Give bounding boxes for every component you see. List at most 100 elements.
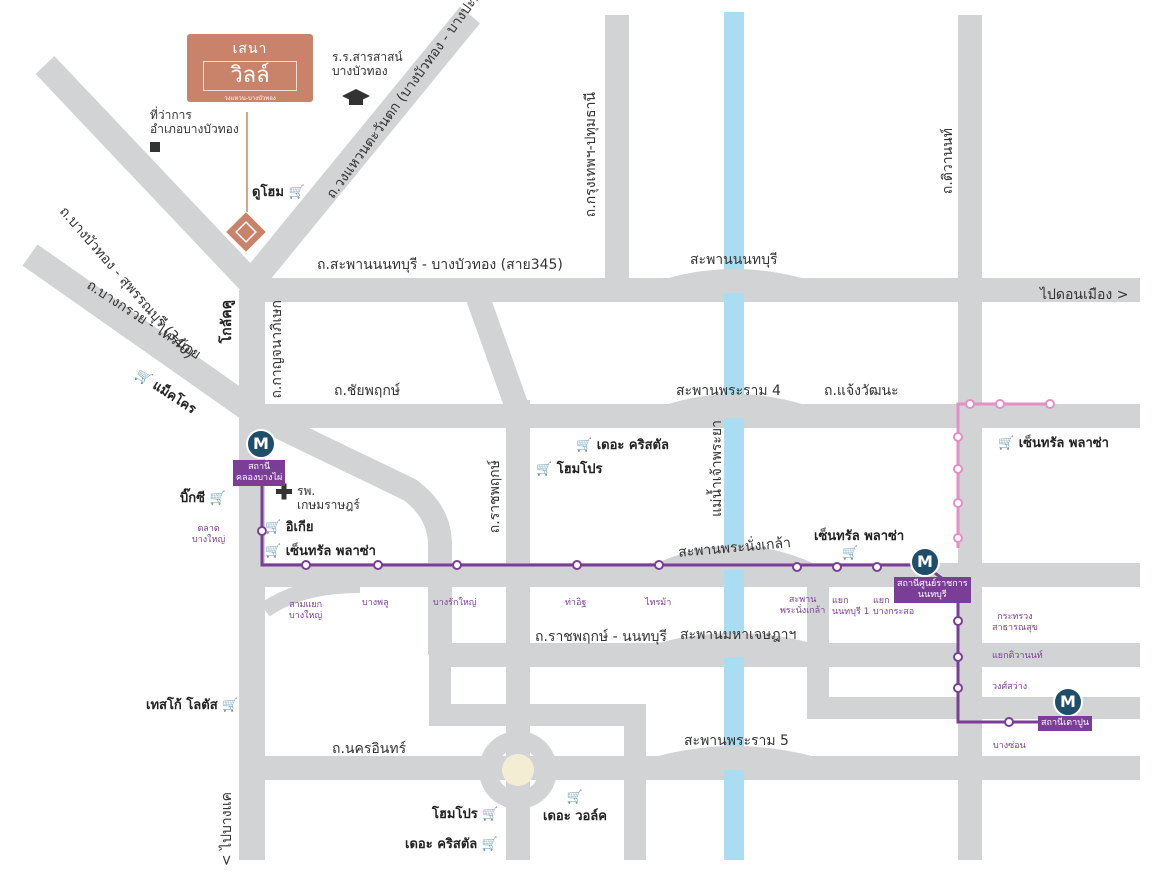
dot-sam-yaek: [301, 560, 311, 570]
station-label-bang-rak-yai: บางรักใหญ่: [433, 598, 477, 608]
pink-dot: [1045, 399, 1055, 409]
mall-label: โฮมโปร: [432, 807, 478, 822]
dot-bang-phlu: [373, 560, 383, 570]
shopping-cart-icon: 🛒: [288, 185, 305, 200]
station-nonthaburi-civic[interactable]: สถานีศูนย์ราชการ นนทบุรี: [894, 577, 971, 603]
shopping-cart-icon: 🛒: [566, 790, 584, 805]
road-label-to-bangkhae[interactable]: < ไปบางแค: [219, 792, 235, 867]
mall-label: บิ๊กซี: [180, 491, 205, 506]
shopping-cart-icon: 🛒: [482, 807, 499, 822]
shopping-cart-icon: 🛒: [209, 491, 226, 506]
mall-label: โฮมโปร: [556, 462, 603, 477]
bridge-label-nonthaburi: สะพานนนทบุรี: [690, 252, 778, 268]
road-bangbuathong-diag: [35, 56, 268, 299]
mall-bigc[interactable]: บิ๊กซี 🛒: [180, 487, 226, 508]
dot-phranangklao: [792, 562, 802, 572]
station-tao-poon[interactable]: สถานีเตาปูน: [1038, 716, 1092, 731]
mall-central-west[interactable]: 🛒 เซ็นทรัล พลาซ่า: [265, 540, 376, 561]
road-lower-loop: [429, 655, 646, 860]
shopping-cart-icon: 🛒: [481, 837, 498, 852]
mall-central-east[interactable]: 🛒 เซ็นทรัล พลาซ่า: [998, 432, 1109, 453]
mrt-badge-nonthaburi-civic[interactable]: M: [910, 547, 940, 577]
roundabout: [479, 731, 557, 809]
shopping-cart-icon: 🛒: [998, 436, 1015, 451]
bridge-label-mahachesada: สะพานมหาเจษฎาฯ: [680, 627, 797, 643]
office-square-icon: [150, 142, 160, 152]
mall-homepro-bottom[interactable]: โฮมโปร 🛒: [432, 803, 498, 824]
bridge-label-rama4: สะพานพระราม 4: [676, 383, 781, 399]
mall-label: เดอะ คริสตัล: [596, 438, 669, 453]
brand-name-sub: วงแหวน-บางบัวทอง: [224, 95, 276, 102]
mall-crystal-bottom[interactable]: เดอะ คริสตัล 🛒: [405, 833, 498, 854]
road-label-chaophraya: แม่น้ำเจ้าพระยา: [709, 420, 725, 517]
road-sainoi-diag: [22, 244, 273, 431]
shopping-cart-icon: 🛒: [576, 438, 593, 453]
purple-station-dots: [257, 526, 1014, 727]
station-label-sam-yaek: สามแยก บางใหญ่: [289, 600, 323, 621]
shopping-cart-icon: 🛒: [222, 698, 239, 713]
shopping-cart-icon: 🛒: [536, 462, 553, 477]
mall-tops[interactable]: โกลัคคู: [216, 300, 238, 343]
station-label-bang-phlu: บางพลู: [362, 598, 389, 608]
shopping-cart-icon: 🛒: [265, 544, 282, 559]
station-label-nonthaburi1: แยก นนทบุรี 1: [832, 596, 870, 617]
bridge-arc-nonthaburi: [666, 269, 804, 302]
school-label: ร.ร.สารสาสน์ บางบัวทอง: [332, 50, 403, 78]
mall-label: อิเกีย: [285, 520, 314, 535]
mall-homepro-top[interactable]: ดูโฮม 🛒: [252, 181, 305, 202]
station-khlong-bang-phai[interactable]: สถานี คลองบางไผ่: [233, 460, 286, 486]
mrt-badge-khlong-bang-phai[interactable]: M: [246, 429, 276, 459]
brand-logo[interactable]: เสนา วิลล์ วงแหวน-บางบัวทอง: [187, 34, 313, 102]
road-bang-yai-loop: [260, 577, 361, 617]
road-label-krungthep-pathum: ถ.กรุงเทพฯ-ปทุมธานี: [583, 92, 599, 218]
mall-label: ดูโฮม: [252, 185, 284, 200]
dot-bang-son: [1004, 717, 1014, 727]
road-label-nakhonin: ถ.นครอินทร์: [332, 741, 407, 757]
station-label-talad-bang-yai: ตลาด บางใหญ่: [192, 524, 226, 545]
station-label-phranangklao: สะพาน พระนั่งเกล้า: [780, 595, 826, 616]
mall-label: เทสโก้ โลตัส: [146, 698, 218, 713]
mrt-badge-tao-poon[interactable]: M: [1053, 687, 1083, 717]
pink-dot: [953, 432, 963, 442]
pink-dot: [965, 399, 975, 409]
road-diag-centre: [466, 293, 530, 415]
dot-nonthaburi1: [832, 562, 842, 572]
station-label-sai-ma: ไทรม้า: [645, 598, 672, 608]
pink-dot: [995, 399, 1005, 409]
road-label-345: ถ.สะพานนนทบุรี - บางบัวทอง (สาย345): [317, 257, 563, 273]
dot-bang-kraso: [872, 562, 882, 572]
mall-crystal-top[interactable]: 🛒 เดอะ คริสตัล: [576, 434, 669, 455]
mall-ikea[interactable]: 🛒 อิเกีย: [265, 516, 313, 537]
station-label-tha-it: ท่าอิฐ: [565, 598, 587, 608]
roundabout-center: [502, 754, 534, 786]
mall-homepro-mid[interactable]: 🛒 โฮมโปร: [536, 458, 602, 479]
mall-label: โกลัคคู: [219, 300, 235, 344]
mall-tesco[interactable]: เทสโก้ โลตัส 🛒: [146, 694, 238, 715]
dot-talad-bang-yai: [257, 526, 267, 536]
station-label-bang-son: บางซ่อน: [993, 741, 1026, 751]
road-label-ratchaphruek: ถ.ราชพฤกษ์: [487, 460, 503, 534]
road-label-to-donmueang[interactable]: ไปดอนเมือง >: [1040, 287, 1129, 303]
pink-dot: [953, 533, 963, 543]
mall-the-walk[interactable]: 🛒เดอะ วอล์ค: [543, 790, 607, 826]
pink-station-dots: [953, 399, 1055, 543]
mall-label: เดอะ คริสตัล: [405, 837, 478, 852]
bridge-arc-rama5: [656, 746, 814, 780]
bridge-arc-rama4: [666, 394, 804, 428]
road-label-tiwanon: ถ.ติวานนท์: [940, 128, 956, 195]
road-label-ratchaphruek-nonthaburi: ถ.ราชพฤกษ์ - นนทบุรี: [535, 629, 667, 645]
bridge-label-rama5: สะพานพระราม 5: [684, 733, 789, 749]
cross-icon: [276, 483, 292, 500]
station-label-yaek-tiwanon: แยกติวานนท์: [992, 651, 1043, 661]
station-label-wong-sawang: วงศ์สว่าง: [992, 682, 1028, 692]
dot-yaek-tiwanon: [953, 652, 963, 662]
bridge-arc-mahachesada: [656, 633, 814, 667]
mall-label: เซ็นทรัล พลาซ่า: [285, 544, 376, 559]
dot-tha-it: [572, 560, 582, 570]
district-office-label: ที่ว่าการ อำเภอบางบัวทอง: [150, 108, 239, 136]
hospital-label: รพ. เกษมราษฎร์: [297, 484, 360, 512]
mall-central-mid[interactable]: เซ็นทรัล พลาซ่า🛒: [814, 525, 904, 561]
brand-name-main: วิลล์: [203, 61, 297, 91]
station-label-bang-kraso: แยก บางกระสอ: [873, 596, 915, 617]
dot-sai-ma: [654, 560, 664, 570]
